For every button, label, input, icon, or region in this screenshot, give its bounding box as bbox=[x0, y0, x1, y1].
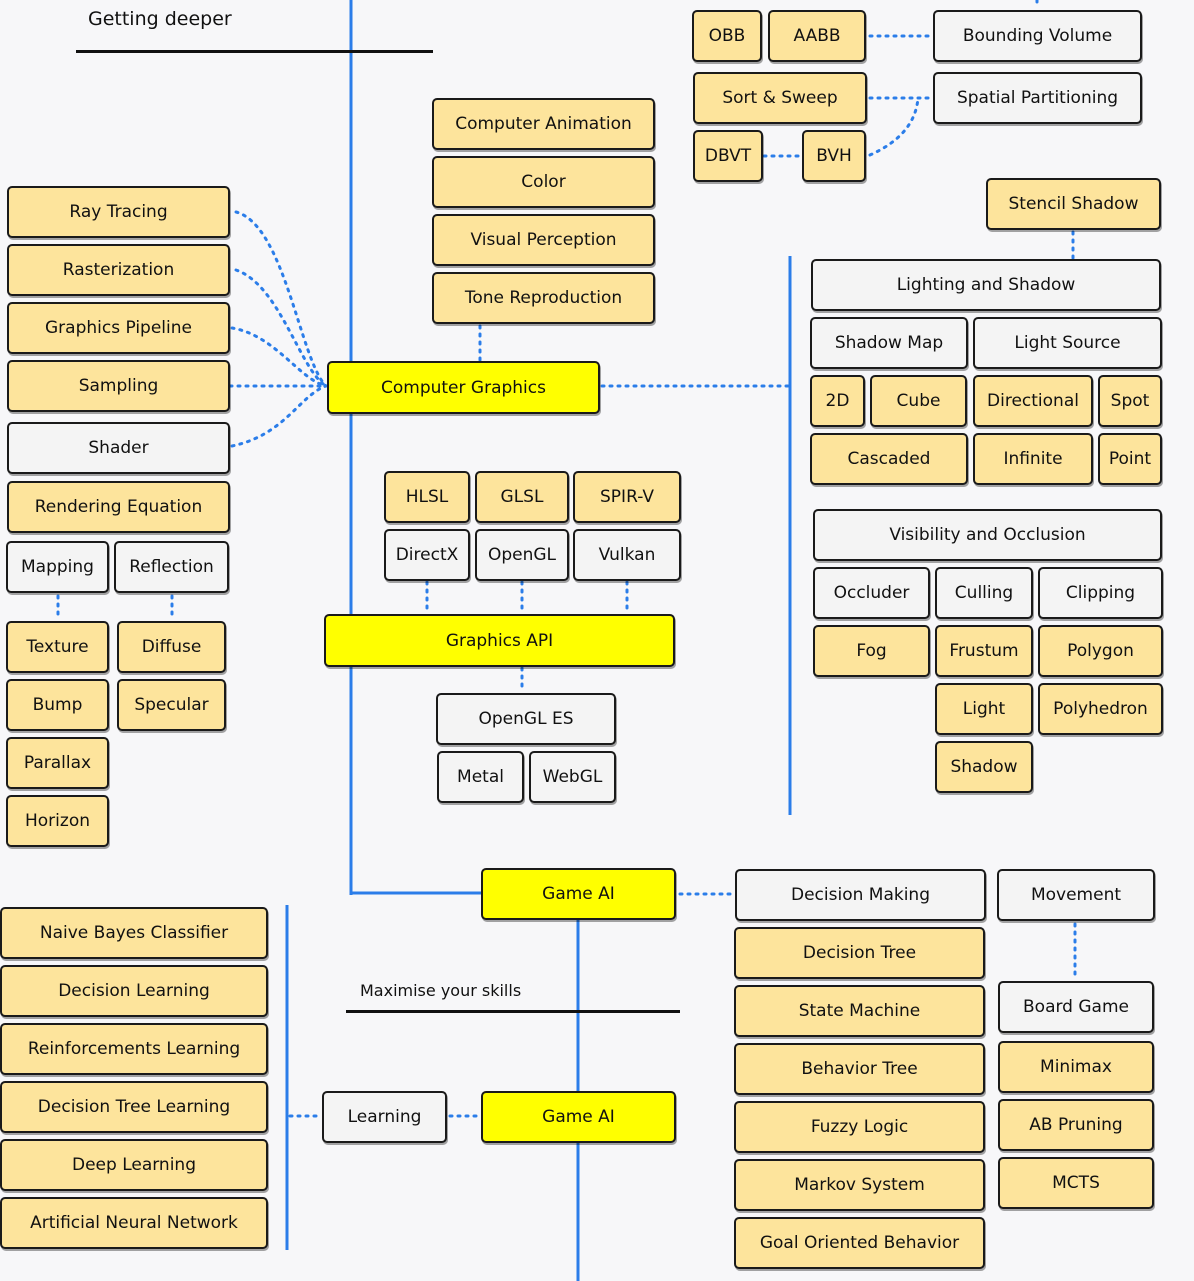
node-fog[interactable]: Fog bbox=[813, 625, 930, 677]
bvh-to-spatial bbox=[868, 96, 920, 157]
node-decision-learning[interactable]: Decision Learning bbox=[0, 965, 268, 1017]
node-opengl[interactable]: OpenGL bbox=[475, 529, 569, 581]
node-metal[interactable]: Metal bbox=[437, 751, 524, 803]
node-ray-tracing[interactable]: Ray Tracing bbox=[7, 186, 230, 238]
node-lighting-and-shadow[interactable]: Lighting and Shadow bbox=[811, 259, 1161, 311]
node-computer-animation[interactable]: Computer Animation bbox=[432, 98, 655, 150]
node-webgl[interactable]: WebGL bbox=[529, 751, 616, 803]
node-cascaded[interactable]: Cascaded bbox=[810, 433, 968, 485]
node-fuzzy-logic[interactable]: Fuzzy Logic bbox=[734, 1101, 985, 1153]
node-goal-oriented-behavior[interactable]: Goal Oriented Behavior bbox=[734, 1217, 985, 1269]
node-deep-learning[interactable]: Deep Learning bbox=[0, 1139, 268, 1191]
node-aabb[interactable]: AABB bbox=[768, 10, 866, 62]
pipeline-to-cg bbox=[230, 326, 328, 388]
node-spatial-partitioning[interactable]: Spatial Partitioning bbox=[933, 72, 1142, 124]
node-game-ai[interactable]: Game AI bbox=[481, 868, 676, 920]
node-shadow-map[interactable]: Shadow Map bbox=[810, 317, 968, 369]
node-spirv[interactable]: SPIR-V bbox=[573, 471, 681, 523]
node-markov-system[interactable]: Markov System bbox=[734, 1159, 985, 1211]
node-mapping[interactable]: Mapping bbox=[6, 541, 109, 593]
node-parallax[interactable]: Parallax bbox=[6, 737, 109, 789]
node-light-source[interactable]: Light Source bbox=[973, 317, 1162, 369]
node-polyhedron[interactable]: Polyhedron bbox=[1038, 683, 1163, 735]
node-2d[interactable]: 2D bbox=[810, 375, 865, 427]
node-tone-reproduction[interactable]: Tone Reproduction bbox=[432, 272, 655, 324]
node-glsl[interactable]: GLSL bbox=[475, 471, 569, 523]
heading-underline bbox=[346, 1010, 680, 1013]
node-sort-sweep[interactable]: Sort & Sweep bbox=[693, 72, 867, 124]
heading-getting-deeper: Getting deeper bbox=[88, 8, 232, 30]
node-behavior-tree[interactable]: Behavior Tree bbox=[734, 1043, 985, 1095]
node-board-game[interactable]: Board Game bbox=[998, 981, 1154, 1033]
node-minimax[interactable]: Minimax bbox=[998, 1041, 1154, 1093]
node-texture[interactable]: Texture bbox=[6, 621, 109, 673]
node-specular[interactable]: Specular bbox=[117, 679, 226, 731]
node-occluder[interactable]: Occluder bbox=[813, 567, 930, 619]
node-reinforcements-learning[interactable]: Reinforcements Learning bbox=[0, 1023, 268, 1075]
node-rasterization[interactable]: Rasterization bbox=[7, 244, 230, 296]
node-culling[interactable]: Culling bbox=[935, 567, 1033, 619]
node-decision-making[interactable]: Decision Making bbox=[735, 869, 986, 921]
node-shader[interactable]: Shader bbox=[7, 422, 230, 474]
node-mcts[interactable]: MCTS bbox=[998, 1157, 1154, 1209]
node-point[interactable]: Point bbox=[1098, 433, 1162, 485]
node-frustum[interactable]: Frustum bbox=[935, 625, 1033, 677]
node-learning[interactable]: Learning bbox=[322, 1091, 447, 1143]
node-vulkan[interactable]: Vulkan bbox=[573, 529, 681, 581]
node-obb[interactable]: OBB bbox=[692, 10, 762, 62]
node-rendering-equation[interactable]: Rendering Equation bbox=[7, 481, 230, 533]
node-shadow[interactable]: Shadow bbox=[935, 741, 1033, 793]
node-movement[interactable]: Movement bbox=[997, 869, 1155, 921]
node-light[interactable]: Light bbox=[935, 683, 1033, 735]
node-graphics-pipeline[interactable]: Graphics Pipeline bbox=[7, 302, 230, 354]
shader-to-cg bbox=[230, 384, 328, 448]
node-game-ai-2[interactable]: Game AI bbox=[481, 1091, 676, 1143]
node-bounding-volume[interactable]: Bounding Volume bbox=[933, 10, 1142, 62]
heading-underline bbox=[76, 50, 433, 53]
node-horizon[interactable]: Horizon bbox=[6, 795, 109, 847]
rasterization-to-cg bbox=[234, 268, 328, 388]
node-stencil-shadow[interactable]: Stencil Shadow bbox=[986, 178, 1161, 230]
node-decision-tree-learning[interactable]: Decision Tree Learning bbox=[0, 1081, 268, 1133]
node-naive-bayes[interactable]: Naive Bayes Classifier bbox=[0, 907, 268, 959]
node-dbvt[interactable]: DBVT bbox=[693, 130, 763, 182]
node-reflection[interactable]: Reflection bbox=[114, 541, 229, 593]
node-visual-perception[interactable]: Visual Perception bbox=[432, 214, 655, 266]
node-visibility-and-occlusion[interactable]: Visibility and Occlusion bbox=[813, 509, 1162, 561]
node-graphics-api[interactable]: Graphics API bbox=[324, 614, 675, 667]
node-infinite[interactable]: Infinite bbox=[973, 433, 1093, 485]
node-bvh[interactable]: BVH bbox=[802, 130, 866, 182]
node-hlsl[interactable]: HLSL bbox=[384, 471, 470, 523]
node-opengl-es[interactable]: OpenGL ES bbox=[436, 693, 616, 745]
node-directional[interactable]: Directional bbox=[973, 375, 1093, 427]
node-sampling[interactable]: Sampling bbox=[7, 360, 230, 412]
node-artificial-neural-network[interactable]: Artificial Neural Network bbox=[0, 1197, 268, 1249]
node-spot[interactable]: Spot bbox=[1098, 375, 1162, 427]
node-color[interactable]: Color bbox=[432, 156, 655, 208]
node-cube[interactable]: Cube bbox=[870, 375, 967, 427]
node-polygon[interactable]: Polygon bbox=[1038, 625, 1163, 677]
node-directx[interactable]: DirectX bbox=[384, 529, 470, 581]
node-decision-tree[interactable]: Decision Tree bbox=[734, 927, 985, 979]
node-clipping[interactable]: Clipping bbox=[1038, 567, 1163, 619]
node-computer-graphics[interactable]: Computer Graphics bbox=[327, 361, 600, 414]
node-ab-pruning[interactable]: AB Pruning bbox=[998, 1099, 1154, 1151]
heading-maximise-skills: Maximise your skills bbox=[360, 981, 522, 1000]
node-diffuse[interactable]: Diffuse bbox=[117, 621, 226, 673]
ray-tracing-to-cg bbox=[234, 210, 328, 388]
node-state-machine[interactable]: State Machine bbox=[734, 985, 985, 1037]
node-bump[interactable]: Bump bbox=[6, 679, 109, 731]
